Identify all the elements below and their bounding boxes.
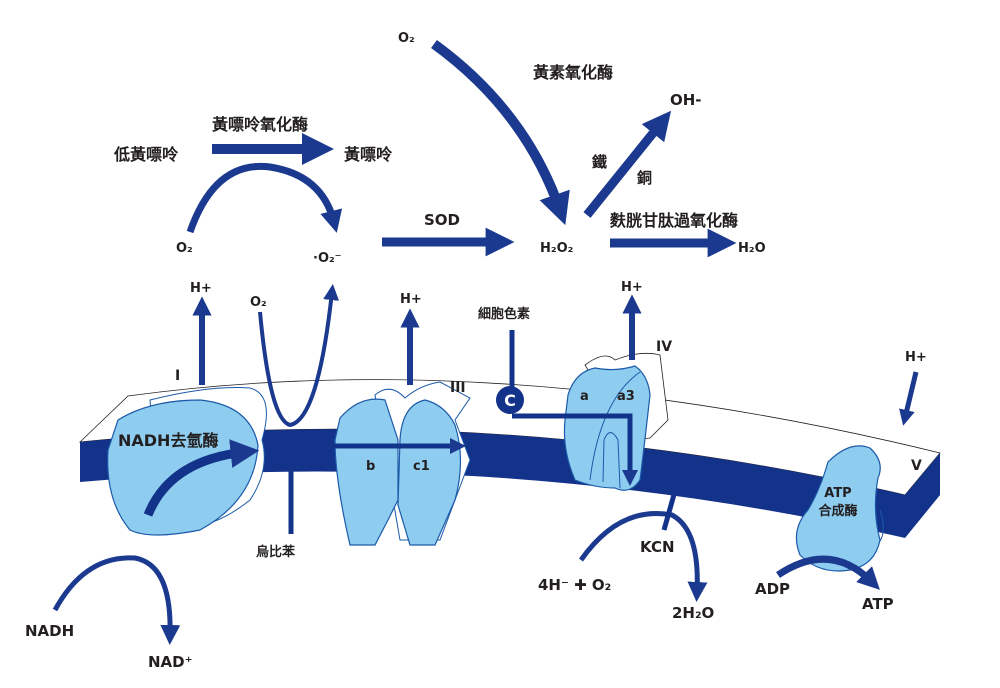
adp-to-atp-arrow [776, 555, 880, 590]
ubiquinone-o2-curve [258, 284, 340, 428]
reactants-label: 4H⁻ ✚ O₂ [538, 576, 611, 594]
glutathione-reaction: 麩胱甘肽過氧化酶 H₂O [609, 211, 766, 258]
complex-V-name-line2: 合成酶 [818, 503, 857, 519]
xanthine-reaction: 低黃嘌呤 黃嘌呤氧化酶 黃嘌呤 O₂ ·O₂⁻ [113, 115, 393, 266]
complex-III-roman: III [450, 380, 466, 396]
complex-V-name-line1: ATP [824, 486, 851, 501]
complex-I-name: NADH去氫酶 [118, 431, 218, 450]
complex-IV-subunit-a-label: a [580, 389, 589, 404]
complex-IV-subunit-a3-label: a3 [617, 389, 635, 404]
o2-top-label: O₂ [398, 31, 415, 46]
membrane-side-face [905, 453, 940, 538]
nadh-to-nad-arc [52, 555, 181, 645]
complex-V-proton-arrow [899, 371, 919, 426]
glutathione-peroxidase-label: 麩胱甘肽過氧化酶 [609, 211, 738, 230]
hydroxyl-label: OH- [670, 91, 702, 109]
complex-III: b c1 III H+ [333, 292, 471, 546]
nadh-reaction: NADH NAD⁺ [25, 555, 193, 671]
h2o2-to-oh-arrow [583, 110, 672, 218]
nad-plus-label: NAD⁺ [148, 653, 193, 671]
complex-IV-subunit-divider [589, 371, 641, 489]
complex-III-proton-label: H+ [400, 292, 422, 307]
ubiquinone-o2-label: O₂ [250, 295, 267, 310]
iron-label: 鐵 [592, 153, 607, 171]
complex-IV-proton-label: H+ [621, 280, 643, 295]
atp-label: ATP [862, 595, 894, 613]
sod-label: SOD [424, 211, 460, 229]
complex-IV-electron-arrow [512, 413, 639, 487]
complex-V-proton-label: H+ [905, 350, 927, 365]
oxygen-reduction-reaction: 4H⁻ ✚ O₂ KCN 2H₂O [538, 490, 714, 622]
complex-V-roman: V [911, 458, 922, 474]
adp-label: ADP [755, 580, 790, 598]
complex-III-subunit-b-label: b [366, 459, 375, 474]
cytochrome-c-symbol: C [504, 391, 516, 410]
o2-to-superoxide-arc [186, 162, 343, 234]
sod-reaction: SOD H₂O₂ [382, 211, 573, 257]
ubiquinone: O₂ 烏比苯 [250, 284, 340, 560]
oxygen-to-water-arc [578, 511, 708, 602]
complex-V-body [795, 445, 881, 572]
complex-I-electron-arrow [143, 439, 260, 517]
hypoxanthine-label: 低黃嘌呤 [113, 145, 179, 164]
complex-I: NADH去氫酶 I H+ [107, 281, 267, 536]
flavin-oxidase-reaction: O₂ 黃素氧化酶 [398, 31, 613, 226]
h2o-label: H₂O [738, 241, 766, 256]
cytochrome-c-label: 細胞色素 [478, 306, 530, 322]
complex-IV: a a3 IV H+ [512, 280, 672, 491]
kcn-label: KCN [640, 538, 675, 556]
o2-to-h2o2-arc [431, 39, 570, 226]
cytochrome-c-disc [496, 386, 524, 414]
ubiquinone-label: 烏比苯 [256, 544, 296, 560]
copper-label: 銅 [637, 169, 652, 187]
complex-III-subunit-c1-label: c1 [413, 459, 430, 474]
superoxide-label: ·O₂⁻ [313, 251, 342, 266]
xanthine-label: 黃嘌呤 [343, 145, 393, 164]
xanthine-oxidase-label: 黃嘌呤氧化酶 [211, 115, 308, 134]
complex-V: ATP 合成酶 V H+ ADP ATP [755, 350, 927, 613]
fenton-reaction: OH- 鐵 銅 [583, 91, 702, 218]
complex-I-roman: I [175, 368, 180, 384]
water-label: 2H₂O [672, 604, 714, 622]
h2o2-label: H₂O₂ [540, 241, 573, 256]
flavin-oxidase-label: 黃素氧化酶 [532, 63, 613, 82]
kcn-block-bar [661, 490, 678, 531]
cytochrome-c: C 細胞色素 [478, 306, 530, 414]
o2-left-label: O₂ [176, 241, 193, 256]
complex-IV-roman: IV [656, 339, 672, 355]
nadh-label: NADH [25, 622, 74, 640]
membrane-band [80, 429, 905, 538]
complex-III-subunit-b [334, 398, 399, 546]
complex-I-proton-label: H+ [190, 281, 212, 296]
complex-IV-body [563, 365, 651, 491]
complex-III-subunit-c1 [397, 399, 462, 546]
